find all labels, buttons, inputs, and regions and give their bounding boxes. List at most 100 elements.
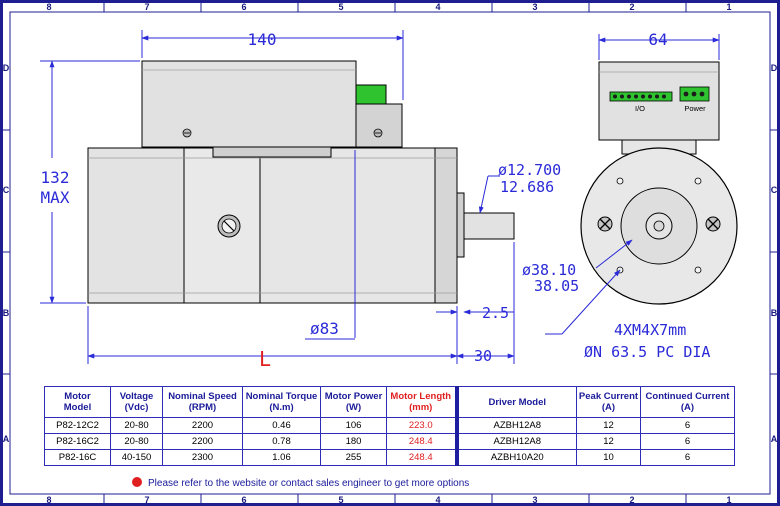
dimension-length-L: L xyxy=(259,347,271,371)
header-label: Continued Current (A) xyxy=(645,391,730,413)
dimension-height-max: MAX xyxy=(41,188,70,207)
zone-right: D xyxy=(771,63,778,73)
zone-bottom: 3 xyxy=(532,495,537,505)
col-motor-length: Motor Length (mm) xyxy=(386,386,457,418)
col-continued-current: Continued Current (A) xyxy=(640,386,735,418)
zone-top: 1 xyxy=(726,2,731,12)
cell-peak-current: 12 xyxy=(576,417,641,434)
zone-top: 4 xyxy=(435,2,440,12)
dimension-shaft-bottom: 12.686 xyxy=(500,178,554,196)
header-label: Driver Model xyxy=(488,396,547,408)
zone-top: 7 xyxy=(144,2,149,12)
table-row: P82-16C2 20-80 2200 0.78 180 248.4 AZBH1… xyxy=(44,433,735,450)
dimension-holes-pcd: ØN 63.5 PC DIA xyxy=(584,343,710,361)
side-dimension-labels: 140 132 MAX ø12.700 12.686 ø83 2.5 L 30 xyxy=(41,30,562,371)
motor-shaft xyxy=(463,212,515,240)
side-dimensions xyxy=(40,30,515,364)
cell-speed: 2300 xyxy=(162,449,243,466)
col-peak-current: Peak Current (A) xyxy=(576,386,641,418)
zone-bottom: 8 xyxy=(46,495,51,505)
dimension-step: 2.5 xyxy=(482,304,509,322)
spec-table: Motor Model Voltage (Vdc) Nominal Speed … xyxy=(44,386,735,466)
zone-bottom: 1 xyxy=(726,495,731,505)
zone-left: D xyxy=(3,63,10,73)
header-label: Nominal Torque (N.m) xyxy=(245,391,318,413)
cell-torque: 0.46 xyxy=(242,417,321,434)
dimension-pilot-top: ø38.10 xyxy=(522,261,576,279)
front-view: I/O Power xyxy=(580,61,738,305)
cell-peak-current: 10 xyxy=(576,449,641,466)
zone-bottom: 2 xyxy=(629,495,634,505)
header-label: Motor Power (W) xyxy=(324,391,383,413)
zone-bottom: 5 xyxy=(338,495,343,505)
cell-voltage: 20-80 xyxy=(110,433,163,450)
header-label: Motor Length (mm) xyxy=(390,391,452,413)
zone-top: 8 xyxy=(46,2,51,12)
table-header-row: Motor Model Voltage (Vdc) Nominal Speed … xyxy=(44,386,735,418)
zone-top: 5 xyxy=(338,2,343,12)
cell-continued-current: 6 xyxy=(640,417,735,434)
cell-power: 106 xyxy=(320,417,387,434)
zone-labels: 8 7 6 5 4 3 2 1 8 7 6 5 4 3 2 1 D C B A … xyxy=(3,2,778,505)
cell-power: 180 xyxy=(320,433,387,450)
col-nominal-speed: Nominal Speed (RPM) xyxy=(162,386,243,418)
flange-screw-icon xyxy=(597,216,613,232)
motor-body xyxy=(87,147,465,304)
cell-voltage: 20-80 xyxy=(110,417,163,434)
zone-top: 3 xyxy=(532,2,537,12)
zone-right: A xyxy=(771,434,778,444)
cell-speed: 2200 xyxy=(162,417,243,434)
dimension-body-dia: ø83 xyxy=(310,319,339,338)
zone-right: B xyxy=(771,308,778,318)
flange-screw-icon xyxy=(705,216,721,232)
col-voltage: Voltage (Vdc) xyxy=(110,386,163,418)
cell-continued-current: 6 xyxy=(640,449,735,466)
cell-peak-current: 12 xyxy=(576,433,641,450)
zone-right: C xyxy=(771,185,778,195)
side-view xyxy=(87,60,515,304)
mounting-hole-icon xyxy=(616,177,624,185)
cell-motor-model: P82-16C xyxy=(44,449,111,466)
col-motor-model: Motor Model xyxy=(44,386,111,418)
cell-length: 223.0 xyxy=(386,417,457,434)
zone-top: 6 xyxy=(241,2,246,12)
dimension-pilot-bottom: 38.05 xyxy=(534,277,579,295)
info-note: Please refer to the website or contact s… xyxy=(132,477,469,489)
zone-left: B xyxy=(3,308,10,318)
front-dimension-labels: 64 ø38.10 38.05 4XM4X7mm ØN 63.5 PC DIA xyxy=(522,30,710,361)
adjust-knob-icon xyxy=(217,214,241,238)
header-label: Peak Current (A) xyxy=(578,391,639,413)
zone-top: 2 xyxy=(629,2,634,12)
dimension-shaft-length: 30 xyxy=(474,347,492,365)
front-dimensions xyxy=(545,34,720,335)
zone-left: C xyxy=(3,185,10,195)
table-row: P82-12C2 20-80 2200 0.46 106 223.0 AZBH1… xyxy=(44,417,735,434)
mounting-hole-icon xyxy=(694,177,702,185)
col-motor-power: Motor Power (W) xyxy=(320,386,387,418)
driver-box xyxy=(141,60,403,148)
io-label: I/O xyxy=(635,104,645,113)
zone-left: A xyxy=(3,434,10,444)
mounting-plate xyxy=(212,146,332,158)
zone-bottom: 4 xyxy=(435,495,440,505)
driver-box-front: I/O Power xyxy=(598,61,720,141)
cell-continued-current: 6 xyxy=(640,433,735,450)
dimension-shaft-top: ø12.700 xyxy=(498,161,561,179)
cell-driver-model: AZBH12A8 xyxy=(454,433,577,450)
col-nominal-torque: Nominal Torque (N.m) xyxy=(242,386,321,418)
mounting-hole-icon xyxy=(694,266,702,274)
cell-length: 248.4 xyxy=(386,433,457,450)
cell-speed: 2200 xyxy=(162,433,243,450)
cell-voltage: 40-150 xyxy=(110,449,163,466)
cell-torque: 1.06 xyxy=(242,449,321,466)
dimension-holes-spec: 4XM4X7mm xyxy=(614,321,686,339)
table-row: P82-16C 40-150 2300 1.06 255 248.4 AZBH1… xyxy=(44,449,735,466)
cell-driver-model: AZBH12A8 xyxy=(454,417,577,434)
cell-motor-model: P82-12C2 xyxy=(44,417,111,434)
zone-bottom: 7 xyxy=(144,495,149,505)
info-note-text: Please refer to the website or contact s… xyxy=(148,478,470,489)
col-driver-model: Driver Model xyxy=(454,386,577,418)
cell-power: 255 xyxy=(320,449,387,466)
